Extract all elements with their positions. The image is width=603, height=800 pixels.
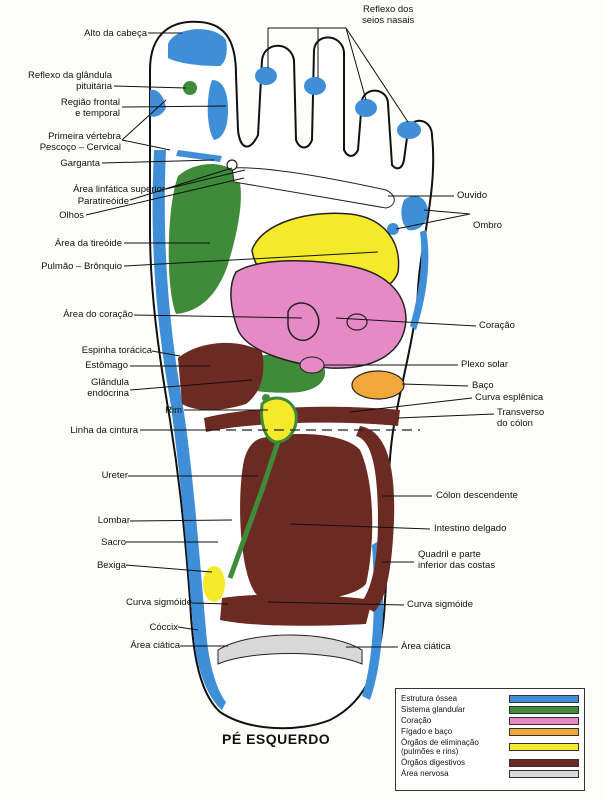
toe2-sinus: [255, 67, 277, 85]
toe3-sinus: [304, 77, 326, 95]
ureter: [227, 441, 281, 579]
label-sacro: Sacro: [101, 537, 126, 548]
bladder: [203, 566, 225, 602]
legend-label: Estrutura óssea: [401, 694, 458, 703]
legend-label: Coração: [401, 716, 432, 725]
stomach-area: [178, 342, 264, 410]
label-curva-sigmoide-left: Curva sigmóide: [126, 597, 192, 608]
label-ureter: Ureter: [101, 470, 128, 481]
legend-row: Estrutura óssea: [401, 693, 579, 704]
label-curva-esplenica: Curva esplênica: [475, 392, 544, 403]
big-toe-top: [168, 29, 227, 66]
label-rim: Rim: [165, 405, 182, 416]
heart-icon: [287, 302, 320, 342]
solar-plexus: [346, 313, 368, 331]
label-plexo-solar: Plexo solar: [461, 359, 508, 370]
leader-lines: [85, 27, 495, 648]
plexus-dot: [299, 356, 325, 374]
label-glandula-endocrina: Glândula endócrina: [87, 377, 129, 399]
label-baco: Baço: [472, 380, 494, 391]
label-transverso-colon: Transverso do cólon: [497, 407, 545, 429]
thyroid-area: [168, 164, 241, 314]
label-pulmao-bronquio: Pulmão – Brônquio: [41, 261, 122, 272]
kidney: [260, 396, 298, 444]
label-seios-nasais: Reflexo dos seios nasais: [362, 4, 415, 26]
label-area-tireoide: Área da tireóide: [54, 238, 122, 249]
label-coccix: Cóccix: [149, 622, 178, 633]
pituitary-dot: [183, 81, 197, 95]
diagram-title: PÉ ESQUERDO: [222, 731, 331, 747]
label-area-ciatica-left: Área ciática: [130, 640, 180, 651]
legend-row: Órgãos digestivos: [401, 757, 579, 768]
legend-swatch-liver: [509, 727, 579, 736]
legend-label: Área nervosa: [401, 769, 449, 778]
label-quadril: Quadril e parte inferior das costas: [418, 549, 496, 571]
shoulder-area: [401, 195, 428, 231]
label-paratireoide: Paratireóide: [77, 196, 129, 207]
legend-row: Fígado e baço: [401, 726, 579, 737]
sciatic-area: [217, 634, 363, 665]
label-linha-cintura: Linha da cintura: [70, 425, 138, 436]
spleen-area: [351, 370, 405, 400]
label-bexiga: Bexiga: [96, 560, 126, 571]
label-alto-cabeca: Alto da cabeça: [84, 28, 147, 39]
legend-swatch-bone: [509, 694, 579, 703]
legend-row: Sistema glandular: [401, 704, 579, 715]
legend-swatch-heart: [509, 716, 579, 725]
label-garganta: Garganta: [60, 158, 100, 169]
big-toe-side: [207, 80, 228, 140]
right-edge-strip: [410, 230, 429, 330]
legend-label: Fígado e baço: [401, 727, 453, 736]
kidney-top-dot: [262, 394, 270, 402]
heart-area: [230, 259, 407, 369]
legend-row: Coração: [401, 715, 579, 726]
label-estomago: Estômago: [85, 360, 128, 371]
legend-row: Área nervosa: [401, 768, 579, 779]
label-area-linfatica: Área linfática superior: [73, 184, 165, 195]
big-toe-left: [150, 89, 166, 117]
spine-strip: [152, 150, 226, 710]
throat-bar: [176, 150, 222, 162]
label-area-ciatica-right: Área ciática: [401, 641, 451, 652]
legend-swatch-nerve: [509, 769, 579, 778]
lymphatic-band: [231, 167, 395, 209]
label-ombro: Ombro: [473, 220, 503, 231]
toe4-sinus: [355, 99, 377, 117]
colon-descending: [356, 426, 395, 612]
label-primeira-vertebra: Primeira vértebra Pescoço – Cervical: [39, 131, 121, 153]
legend-swatch-gland: [509, 705, 579, 714]
label-ouvido: Ouvido: [457, 190, 488, 201]
label-colon-descendente: Cólon descendente: [436, 490, 518, 501]
garganta-circle: [226, 159, 238, 171]
legend-label: Órgãos de eliminação (pulmões e rins): [401, 738, 479, 756]
sigmoid-curve: [220, 594, 372, 626]
label-intestino-delgado: Intestino delgado: [434, 523, 507, 534]
legend: Estrutura óssea Sistema glandular Coraçã…: [395, 688, 585, 791]
label-curva-sigmoide-right: Curva sigmóide: [407, 599, 473, 610]
legend-swatch-digestive: [509, 758, 579, 767]
label-regiao-frontal: Região frontal e temporal: [60, 97, 120, 119]
legend-label: Órgãos digestivos: [401, 758, 466, 767]
label-area-coracao: Área do coração: [63, 309, 133, 320]
label-olhos: Olhos: [59, 210, 84, 221]
legend-label: Sistema glandular: [401, 705, 466, 714]
label-coracao: Coração: [479, 320, 515, 331]
legend-swatch-elimination: [509, 743, 579, 751]
label-lombar: Lombar: [97, 515, 130, 526]
label-espinha-toracica: Espinha torácica: [81, 345, 152, 356]
transverse-colon: [204, 406, 400, 432]
legend-row: Órgãos de eliminação (pulmões e rins): [401, 737, 579, 757]
label-glandula-pituitaria: Reflexo da glândula pituitária: [28, 70, 112, 92]
toe5-sinus: [397, 121, 421, 139]
small-intestine: [240, 434, 373, 600]
ear-dot: [387, 223, 399, 235]
